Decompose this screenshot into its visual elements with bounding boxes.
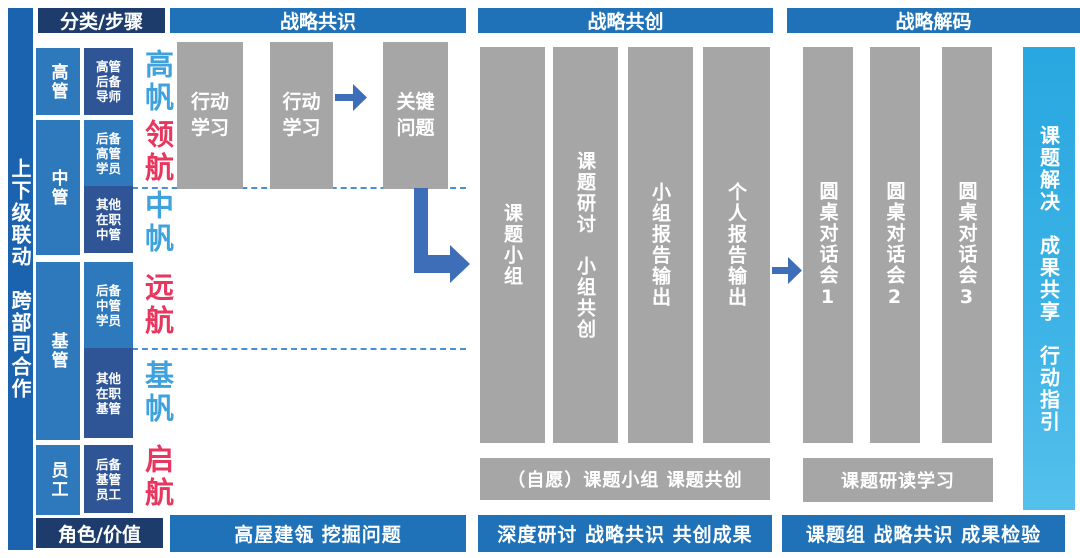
sail-label-gaofan: 高帆 [140,49,175,115]
group-label: 其他 在职 中管 [95,197,121,242]
stage3-note-bar: 课题研读学习 [803,458,993,502]
level-box-base: 基管 [36,262,80,440]
group-label: 后备 基管 员工 [95,456,121,502]
group-label: 高管 后备 导师 [95,59,121,104]
group-box-other-base: 其他 在职 基管 [84,348,133,438]
footer-role-value: 角色/价值 [36,518,163,548]
arrow-right-icon [772,257,802,284]
stage1-bar-action-learning-1: 行动 学习 [177,42,243,189]
stage2-bar-personal-report: 个人报告输出 [703,47,770,443]
level-box-senior: 高管 [36,48,80,115]
header-classify-steps-label: 分类/步骤 [60,11,143,33]
header-stage2: 战略共创 [478,8,773,33]
group-label: 后备 高管 学员 [95,130,121,176]
header-classify-steps: 分类/步骤 [38,8,165,33]
group-box-senior-reserve-mentor: 高管 后备 导师 [84,48,133,115]
footer-stage2: 深度研讨 战略共识 共创成果 [478,515,772,552]
level-label-middle: 中管 [47,168,68,207]
sail-label-qihang: 启航 [140,444,175,510]
footer-role-value-label: 角色/价值 [58,523,141,546]
sail-label-linghang: 领航 [140,119,175,185]
footer-stage1-label: 高屋建瓴 挖掘问题 [234,524,402,546]
stage1-bar-action-learning-2: 行动 学习 [270,42,333,189]
stage2-bar-topic-group: 课题小组 [480,47,545,443]
sail-label-yuanhang: 远航 [140,272,175,338]
header-stage1: 战略共识 [170,8,466,33]
sail-label-zhongfan: 中帆 [140,190,175,256]
level-box-staff: 员工 [36,445,80,515]
group-box-reserve-middle-trainee: 后备 中管 学员 [84,262,133,348]
left-rail: 上下级联动 跨部司合作 [8,8,33,550]
sail-label-jifan: 基帆 [140,360,175,426]
level-label-base: 基管 [47,332,68,370]
arrow-right-icon [335,84,367,111]
stage3-bar-roundtable-1: 圆桌对话会1 [803,47,853,443]
footer-stage3-label: 课题组 战略共识 成果检验 [805,524,1042,546]
footer-stage2-label: 深度研讨 战略共识 共创成果 [497,524,753,546]
elbow-arrow-down-right-icon [414,188,470,283]
header-stage1-label: 战略共识 [279,11,356,33]
level-label-senior: 高管 [47,62,68,101]
level-label-staff: 员工 [47,461,68,499]
footer-stage3: 课题组 战略共识 成果检验 [782,515,1065,552]
stage2-bar-group-report: 小组报告输出 [628,47,693,443]
dashed-divider-lower [132,348,466,350]
group-label: 其他 在职 基管 [95,370,121,416]
stage2-note-bar: （自愿）课题小组 课题共创 [480,458,770,500]
stage3-bar-roundtable-2: 圆桌对话会2 [870,47,920,443]
header-stage2-label: 战略共创 [587,11,664,33]
group-box-other-middle: 其他 在职 中管 [84,186,133,253]
right-rail: 课题解决 成果共享 行动指引 [1023,47,1075,510]
group-box-reserve-base-staff: 后备 基管 员工 [84,445,133,513]
group-box-reserve-senior-trainee: 后备 高管 学员 [84,120,133,186]
group-label: 后备 中管 学员 [95,282,121,328]
stage3-bar-roundtable-3: 圆桌对话会3 [942,47,992,443]
stage1-bar-key-questions: 关键 问题 [383,42,448,189]
header-stage3-label: 战略解码 [895,11,972,33]
level-box-middle: 中管 [36,120,80,255]
footer-stage1: 高屋建瓴 挖掘问题 [170,515,466,552]
right-rail-label: 课题解决 成果共享 行动指引 [1036,124,1061,433]
stage2-bar-topic-discussion: 课题研讨 小组共创 [553,47,618,443]
header-stage3: 战略解码 [787,8,1080,33]
left-rail-label: 上下级联动 跨部司合作 [8,158,32,400]
